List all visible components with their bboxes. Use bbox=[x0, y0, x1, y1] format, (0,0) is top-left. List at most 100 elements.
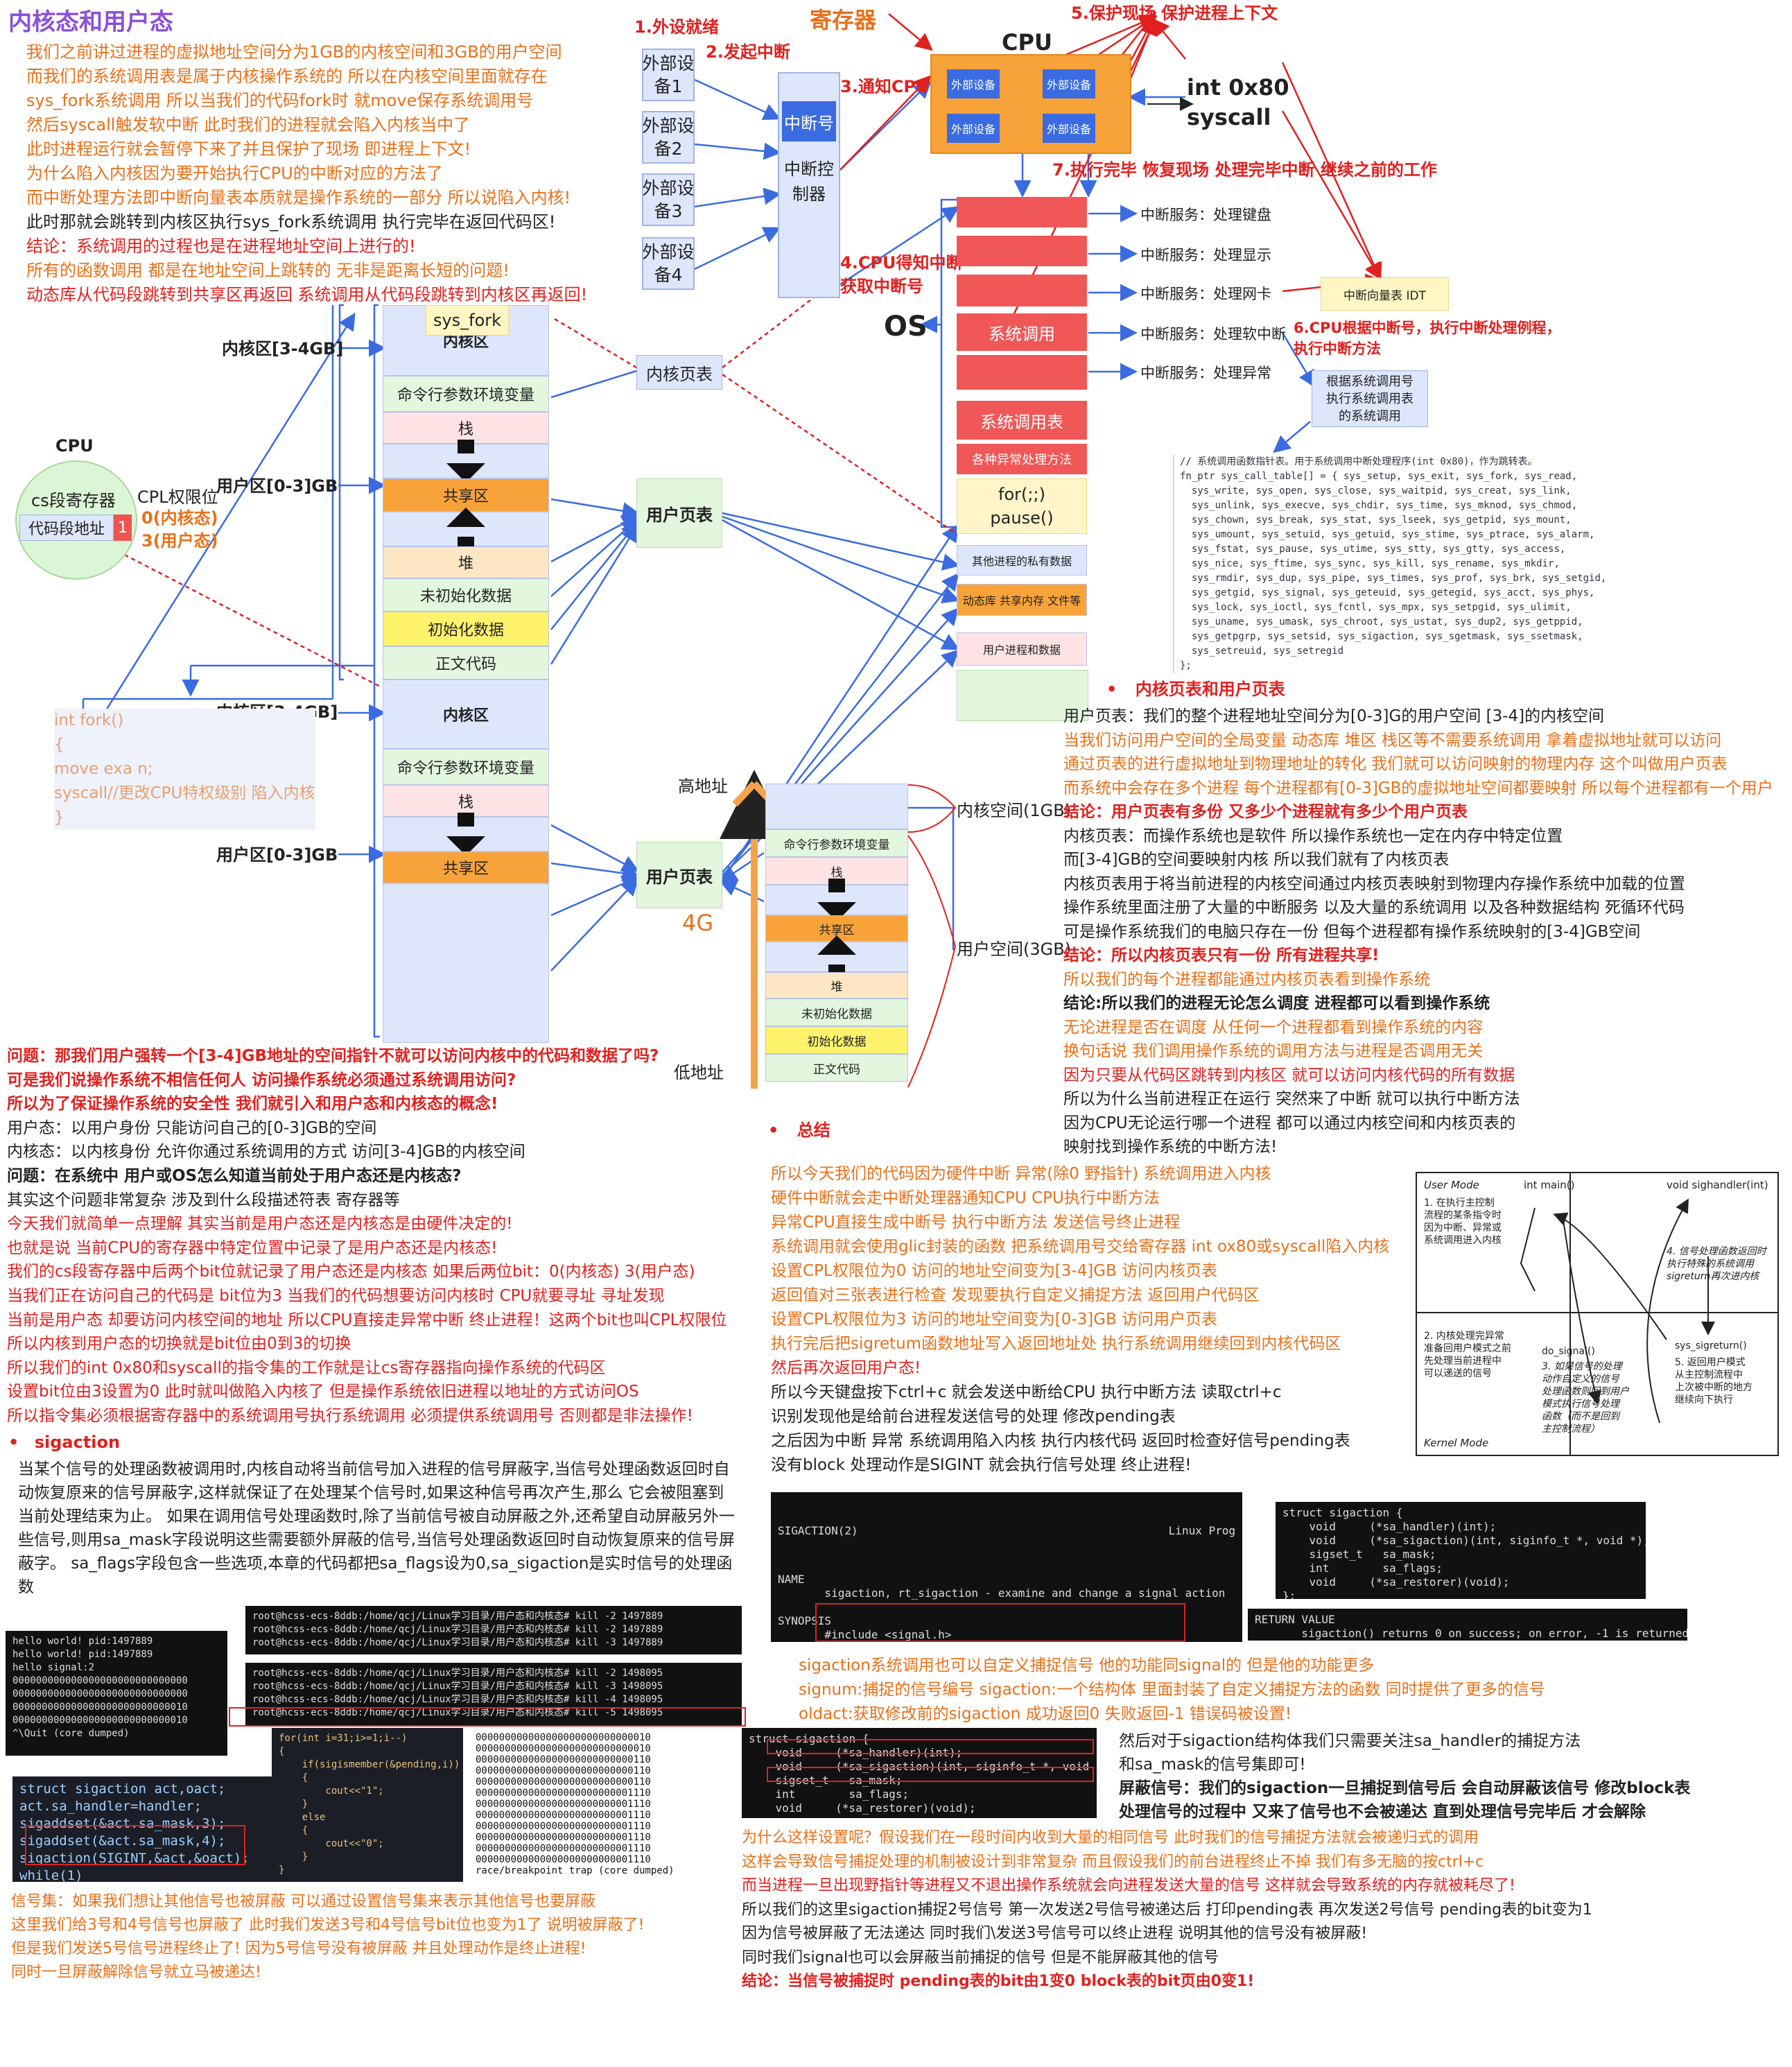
syscall-table-code: // 系统调用函数指针表。用于系统调用中断处理程序(int 0x80)，作为跳转… bbox=[1173, 455, 1783, 673]
process-stack-cell-2: 动态库 共享内存 文件等 bbox=[957, 584, 1087, 616]
int-main-label: int main() bbox=[1524, 1179, 1575, 1191]
bottom-left-text: 信号集：如果我们想让其他信号也被屏蔽 可以通过设置信号集来表示其他信号也要屏蔽这… bbox=[11, 1890, 645, 1984]
step1-label: 1.外设就绪 bbox=[634, 17, 719, 37]
kernel-mode-label: Kernel Mode bbox=[1424, 1437, 1489, 1449]
righttext-line: 而[3-4]GB的空间要映射内核 所以我们就有了内核页表 bbox=[1063, 851, 1450, 869]
man-highlight bbox=[815, 1603, 1185, 1642]
user-space-label: 用户空间(3GB) bbox=[957, 940, 1072, 959]
whytext-line: 这样会导致信号捕捉处理的机制被设计到非常复杂 而且假设我们的前台进程终止不掉 我… bbox=[742, 1853, 1484, 1871]
do-signal-label: do_signal() bbox=[1542, 1346, 1595, 1357]
fork-code-line: int fork() bbox=[54, 709, 315, 733]
terminal-kill-1: root@hcss-ecs-8ddb:/home/qcj/Linux学习目录/用… bbox=[245, 1606, 742, 1654]
sigaction-paragraph-line: 些信号,则用sa_mask字段说明这些需要额外屏蔽的信号,当信号处理函数返回时自… bbox=[18, 1531, 736, 1549]
lefttext-line: 用户态：以用户身份 只能访问自己的[0-3]GB的空间 bbox=[7, 1118, 377, 1137]
step3-label: 3.通知CPU bbox=[840, 77, 930, 96]
os-label: OS bbox=[884, 311, 928, 343]
kernel-page-table-box: 内核页表 bbox=[636, 355, 722, 390]
intro-line: sys_fork系统调用 所以当我们的代码fork时 就move保存系统调用号 bbox=[26, 91, 534, 110]
sigaction-bullet: • sigaction bbox=[8, 1433, 121, 1452]
page-title: 内核态和用户态 bbox=[8, 8, 173, 36]
man-body: NAME sigaction, rt_sigaction - examine a… bbox=[778, 1573, 1226, 1641]
summarytext-line: 之后因为中断 异常 系统调用陷入内核 执行内核代码 返回时检查好信号pendin… bbox=[771, 1432, 1350, 1450]
fork-code-block: int fork(){move exa n;syscall//更改CPU特权级别… bbox=[54, 709, 315, 830]
righttext-line: 结论:所以我们的进程无论怎么调度 进程都可以看到操作系统 bbox=[1063, 994, 1490, 1012]
structexplain-line: 和sa_mask的信号集即可! bbox=[1119, 1756, 1306, 1774]
midstack-cell-2: 命令行参数环境变量 bbox=[765, 829, 908, 857]
process-stack-cell-3: 用户进程和数据 bbox=[957, 632, 1087, 666]
fork-code-line: { bbox=[54, 733, 315, 757]
os-stack-cell-1 bbox=[957, 197, 1087, 227]
terminal-kill-2: root@hcss-ecs-8ddb:/home/qcj/Linux学习目录/用… bbox=[245, 1663, 742, 1725]
intro-line: 动态库从代码段跳转到共享区再返回 系统调用从代码段跳转到内核区再返回! bbox=[26, 285, 588, 304]
sighandler-label: void sighandler(int) bbox=[1667, 1179, 1768, 1191]
signal-flow-arrows bbox=[1520, 1198, 1715, 1424]
whytext-line: 为什么这样设置呢？假设我们在一段时间内收到大量的相同信号 此时我们的信号捕捉方法… bbox=[742, 1829, 1479, 1847]
cpu-device-cell-3: 外部设备 bbox=[947, 114, 1000, 143]
step4-label: 4.CPU得知中断 获取中断号 bbox=[840, 253, 963, 296]
righttext-line: 结论：用户页表有多份 又多少个进程就有多少个用户页表 bbox=[1063, 803, 1468, 821]
summarytext-line: 系统调用就会使用glic封装的函数 把系统调用号交给寄存器 int ox80或s… bbox=[771, 1238, 1390, 1256]
code-seg-addr-label: 代码段地址 bbox=[28, 521, 105, 538]
summarytext-line: 识别发现他是给前台进程发送信号的处理 修改pending表 bbox=[771, 1408, 1176, 1426]
leftstack2-cell-3: 栈 bbox=[383, 785, 549, 817]
fork-code-line: move exa n; bbox=[54, 757, 315, 781]
lefttext-line: 当前是用户态 却要访问内核空间的地址 所以CPU直接走异常中断 终止进程！这两个… bbox=[7, 1311, 727, 1329]
user-page-table-box-2: 用户页表 bbox=[636, 842, 722, 908]
intro-line: 此时进程运行就会暂停下来了并且保护了现场 即进程上下文! bbox=[26, 139, 471, 159]
for-pause-box: for(;;) pause() bbox=[957, 478, 1087, 534]
grow-up-arrow-icon bbox=[446, 508, 485, 527]
summary-bullet: • 总结 bbox=[768, 1121, 830, 1140]
process-stack-background bbox=[957, 670, 1088, 721]
left-text: 问题：那我们用户强转一个[3-4]GB地址的空间指针不就可以访问内核中的代码和数… bbox=[7, 1044, 727, 1428]
sig-step1: 1. 在执行主控制 流程的某条指令时 因为中断、异常或 系统调用进入内核 bbox=[1424, 1197, 1502, 1246]
syscall-lookup-box: 根据系统调用号 执行系统调用表 的系统调用 bbox=[1312, 370, 1428, 427]
structexplain-line: 屏蔽信号：我们的sigaction一旦捕捉到信号后 会自动屏蔽该信号 修改blo… bbox=[1119, 1779, 1691, 1797]
return-value-code: RETURN VALUE sigaction() returns 0 on su… bbox=[1248, 1609, 1687, 1641]
right-text-bullet: • 内核页表和用户页表 bbox=[1106, 680, 1285, 699]
leftstack2-cell-1: 内核区 bbox=[383, 680, 549, 749]
lefttext-line: 问题：在系统中 用户或OS怎么知道当前处于用户态还是内核态? bbox=[7, 1166, 462, 1185]
cpl-bit-box: 1 bbox=[114, 514, 132, 541]
summarytext-line: 硬件中断就会走中断处理器通知CPU CPU执行中断方法 bbox=[771, 1189, 1160, 1207]
idt-box: 中断向量表 IDT bbox=[1321, 277, 1449, 311]
struct-highlight-2 bbox=[767, 1767, 1094, 1782]
low-addr-label: 低地址 bbox=[674, 1063, 724, 1082]
leftstack1-cell-4 bbox=[383, 440, 549, 483]
righttext-line: 内核页表：而操作系统也是软件 所以操作系统也一定在内存中特定位置 bbox=[1063, 827, 1563, 845]
sigaction-explain: sigaction系统调用也可以自定义捕捉信号 他的功能同signal的 但是他… bbox=[799, 1654, 1545, 1727]
midstack-cell-8: 未初始化数据 bbox=[765, 998, 908, 1026]
summarytext-line: 设置CPL权限位为3 访问的地址空间变为[0-3]GB 访问用户页表 bbox=[771, 1311, 1218, 1329]
kernel-page-table-label: 内核页表 bbox=[646, 364, 713, 384]
sigexplain-line: signum:捕捉的信号编号 sigaction:一个结构体 里面封装了自定义捕… bbox=[799, 1681, 1545, 1699]
high-addr-label: 高地址 bbox=[678, 777, 728, 796]
step5-label: 5.保护现场 保护进程上下文 bbox=[1071, 3, 1278, 23]
sigaction-paragraph-line: 蔽字。 sa_flags字段包含一些选项,本章的代码都把sa_flags设为0,… bbox=[18, 1555, 733, 1573]
bottomleft-line: 同时一旦屏蔽解除信号就立马被递达! bbox=[11, 1964, 261, 1981]
step6-label: 6.CPU根据中断号，执行中断处理例程， 执行中断方法 bbox=[1294, 320, 1561, 357]
lefttext-line: 所以内核到用户态的切换就是bit位由0到3的切换 bbox=[7, 1335, 351, 1354]
bottomleft-line: 但是我们发送5号信号进程终止了! 因为5号信号没有被屏蔽 并且处理动作是终止进程… bbox=[11, 1940, 586, 1957]
cpl-bit-value: 1 bbox=[118, 519, 128, 537]
step2-label: 2.发起中断 bbox=[706, 42, 790, 62]
kill-highlight bbox=[229, 1707, 746, 1727]
midstack-cell-4 bbox=[765, 879, 908, 922]
code-pending-loop: for(int i=31;i>=1;i--) { if(sigismember(… bbox=[272, 1728, 463, 1882]
righttext-line: 所以我们的每个进程都能通过内核页表看到操作系统 bbox=[1063, 970, 1430, 989]
external-device-4: 外部设 备4 bbox=[642, 237, 695, 290]
whytext-line: 因为信号被屏蔽了无法递达 同时我们\发送3号信号可以终止进程 说明其他的信号没有… bbox=[742, 1925, 1368, 1942]
intro-line: 而我们的系统调用表是属于内核操作系统的 所以在内核空间里面就存在 bbox=[26, 67, 548, 86]
righttext-line: 因为CPU无论运行哪一个进程 都可以通过内核空间和内核页表的 bbox=[1063, 1114, 1516, 1132]
fork-code-line: } bbox=[54, 806, 315, 830]
os-stack-cell-5 bbox=[957, 355, 1087, 390]
summarytext-line: 没有block 处理动作是SIGINT 就会执行信号处理 终止进程! bbox=[771, 1456, 1192, 1474]
sig-step5: 5. 返回用户模式 从主控制流程中 上次被中断的地方 继续向下执行 bbox=[1675, 1357, 1752, 1406]
leftstack2-empty bbox=[383, 883, 549, 1043]
fork-code-line: syscall//更改CPU特权级别 陷入内核 bbox=[54, 781, 315, 806]
leftstack1-cell-9: 初始化数据 bbox=[383, 612, 549, 646]
leftstack1-cell-8: 未初始化数据 bbox=[383, 578, 549, 612]
lefttext-line: 内核态：以内核身份 允许你通过系统调用的方式 访问[3-4]GB的内核空间 bbox=[7, 1143, 525, 1161]
terminal-output-2: 000000000000000000000000000010 000000000… bbox=[469, 1728, 725, 1882]
lefttext-line: 设置bit位由3设置为0 此时就叫做陷入内核了 但是操作系统依旧进程以地址的方式… bbox=[7, 1383, 639, 1401]
interrupt-controller: 中断号 中断控 制器 bbox=[778, 72, 840, 298]
struct-explain: 然后对于sigaction结构体我们只需要关注sa_handler的捕捉方法和s… bbox=[1119, 1729, 1690, 1824]
